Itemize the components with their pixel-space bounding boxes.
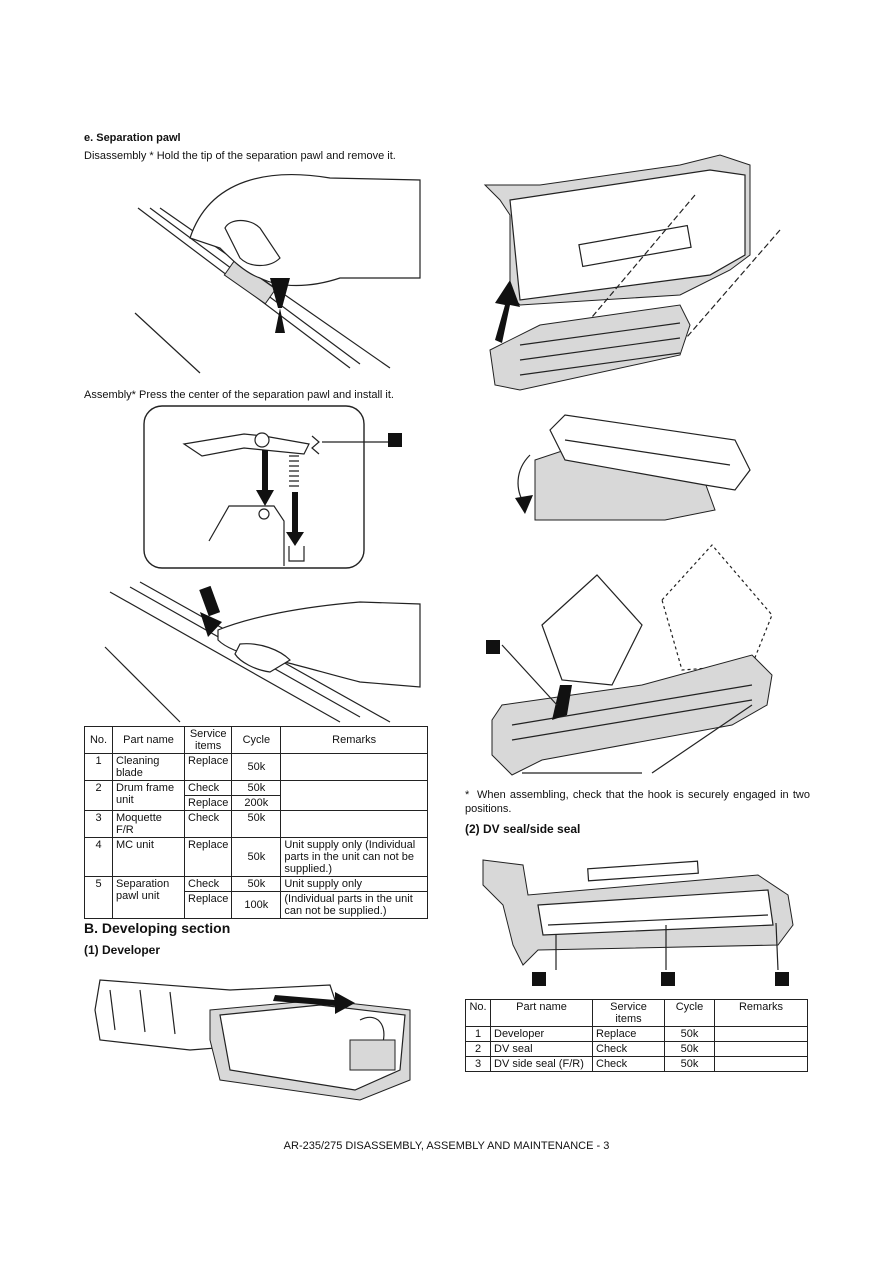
table-row: 1 Cleaning blade Replace 50k xyxy=(84,753,428,781)
cell-remarks xyxy=(714,1026,808,1042)
cell-part: Drum frame unit xyxy=(112,780,185,811)
cell-cycle: 50k xyxy=(664,1041,715,1057)
cell-part: Developer xyxy=(490,1026,593,1042)
col-header-remarks: Remarks xyxy=(714,999,808,1027)
note-marker: * xyxy=(465,789,470,801)
cell-no: 5 xyxy=(84,876,113,919)
cell-item: Replace xyxy=(183,753,233,781)
col-header-items: Service items xyxy=(592,999,665,1027)
illustration-developer-unit-removal xyxy=(483,154,781,391)
cell-item: Replace xyxy=(183,891,233,919)
illustration-developer xyxy=(94,979,411,1101)
illustration-dv-seal xyxy=(482,859,794,971)
cell-no: 3 xyxy=(465,1056,491,1072)
cell-remarks: Unit supply only (Individual parts in th… xyxy=(280,837,428,877)
cell-cycle: 50k xyxy=(231,837,282,877)
callout-badge-2 xyxy=(661,972,675,986)
callout-badge-hook xyxy=(486,640,500,654)
col-header-no: No. xyxy=(84,726,113,754)
cell-no: 1 xyxy=(84,753,113,781)
cell-cycle: 50k xyxy=(231,810,282,838)
col-header-part: Part name xyxy=(490,999,593,1027)
developer-subheading: (1) Developer xyxy=(84,943,161,957)
table-row: 5 Separation pawl unit Check 50k Unit su… xyxy=(84,876,428,919)
cell-cycle: 50k xyxy=(231,876,282,892)
cell-part: Separation pawl unit xyxy=(112,876,185,919)
table-row: 2 DV seal Check 50k xyxy=(465,1041,808,1057)
cell-remarks xyxy=(280,810,428,838)
cell-remarks xyxy=(714,1056,808,1072)
table-row: Replace 100k (Individual parts in the un… xyxy=(85,891,428,919)
cell-cycle: 50k xyxy=(664,1026,715,1042)
cell-cycle: 100k xyxy=(231,891,282,919)
illustration-pawl-detail xyxy=(143,405,392,569)
table-header-row: No. Part name Service items Cycle Remark… xyxy=(465,999,808,1027)
cell-no: 2 xyxy=(84,780,113,811)
col-header-no: No. xyxy=(465,999,491,1027)
callout-badge-3 xyxy=(775,972,789,986)
cell-remarks: Unit supply only xyxy=(280,876,428,892)
callout-badge-pawl xyxy=(388,433,402,447)
cell-item: Check xyxy=(183,810,233,838)
col-header-cycle: Cycle xyxy=(664,999,715,1027)
cell-part: MC unit xyxy=(112,837,185,877)
callout-badge-1 xyxy=(532,972,546,986)
table-row: 1 Developer Replace 50k xyxy=(465,1026,808,1042)
cell-item: Check xyxy=(592,1056,665,1072)
table-header-row: No. Part name Service items Cycle Remark… xyxy=(84,726,428,754)
cell-part: DV seal xyxy=(490,1041,593,1057)
col-header-items: Service items xyxy=(183,726,233,754)
cell-remarks xyxy=(280,780,428,811)
cell-item: Replace xyxy=(592,1026,665,1042)
section-e-heading: e. Separation pawl xyxy=(84,132,181,144)
disassembly-instruction: Disassembly * Hold the tip of the separa… xyxy=(84,150,396,162)
cell-item: Replace xyxy=(183,795,233,811)
illustration-pawl-removal xyxy=(134,174,421,374)
cell-remarks: (Individual parts in the unit can not be… xyxy=(280,891,428,919)
cell-no: 1 xyxy=(465,1026,491,1042)
cell-part: DV side seal (F/R) xyxy=(490,1056,593,1072)
dv-seal-subheading: (2) DV seal/side seal xyxy=(465,822,581,836)
col-header-part: Part name xyxy=(112,726,185,754)
cell-cycle: 50k xyxy=(231,753,282,781)
cell-remarks xyxy=(714,1041,808,1057)
table-row: 4 MC unit Replace 50k Unit supply only (… xyxy=(84,837,428,877)
cell-item: Check xyxy=(183,876,233,892)
table-row: 3 DV side seal (F/R) Check 50k xyxy=(465,1056,808,1072)
cell-item: Check xyxy=(183,780,233,796)
illustration-cover-sheet xyxy=(515,414,751,521)
cell-no: 3 xyxy=(84,810,113,838)
cell-part: Moquette F/R xyxy=(112,810,185,838)
section-b-heading: B. Developing section xyxy=(84,920,231,936)
cell-cycle: 200k xyxy=(231,795,282,811)
assembly-note: *When assembling, check that the hook is… xyxy=(465,788,810,816)
note-text: When assembling, check that the hook is … xyxy=(465,789,810,815)
cell-cycle: 50k xyxy=(231,780,282,796)
table-row: 2 Drum frame unit Check 50k xyxy=(84,780,428,811)
maintenance-table-drum: No. Part name Service items Cycle Remark… xyxy=(84,726,428,919)
cell-item: Replace xyxy=(183,837,233,877)
col-header-cycle: Cycle xyxy=(231,726,282,754)
maintenance-table-developer: No. Part name Service items Cycle Remark… xyxy=(465,999,808,1072)
cell-part: Cleaning blade xyxy=(112,753,185,781)
illustration-pawl-install xyxy=(104,581,421,723)
cell-item: Check xyxy=(592,1041,665,1057)
table-row: 3 Moquette F/R Check 50k xyxy=(84,810,428,838)
illustration-hook-engagement xyxy=(491,544,773,776)
assembly-instruction: Assembly* Press the center of the separa… xyxy=(84,389,394,401)
page-footer: AR-235/275 DISASSEMBLY, ASSEMBLY AND MAI… xyxy=(283,1140,610,1152)
cell-cycle: 50k xyxy=(664,1056,715,1072)
cell-no: 2 xyxy=(465,1041,491,1057)
col-header-remarks: Remarks xyxy=(280,726,428,754)
cell-remarks xyxy=(280,753,428,781)
cell-no: 4 xyxy=(84,837,113,877)
